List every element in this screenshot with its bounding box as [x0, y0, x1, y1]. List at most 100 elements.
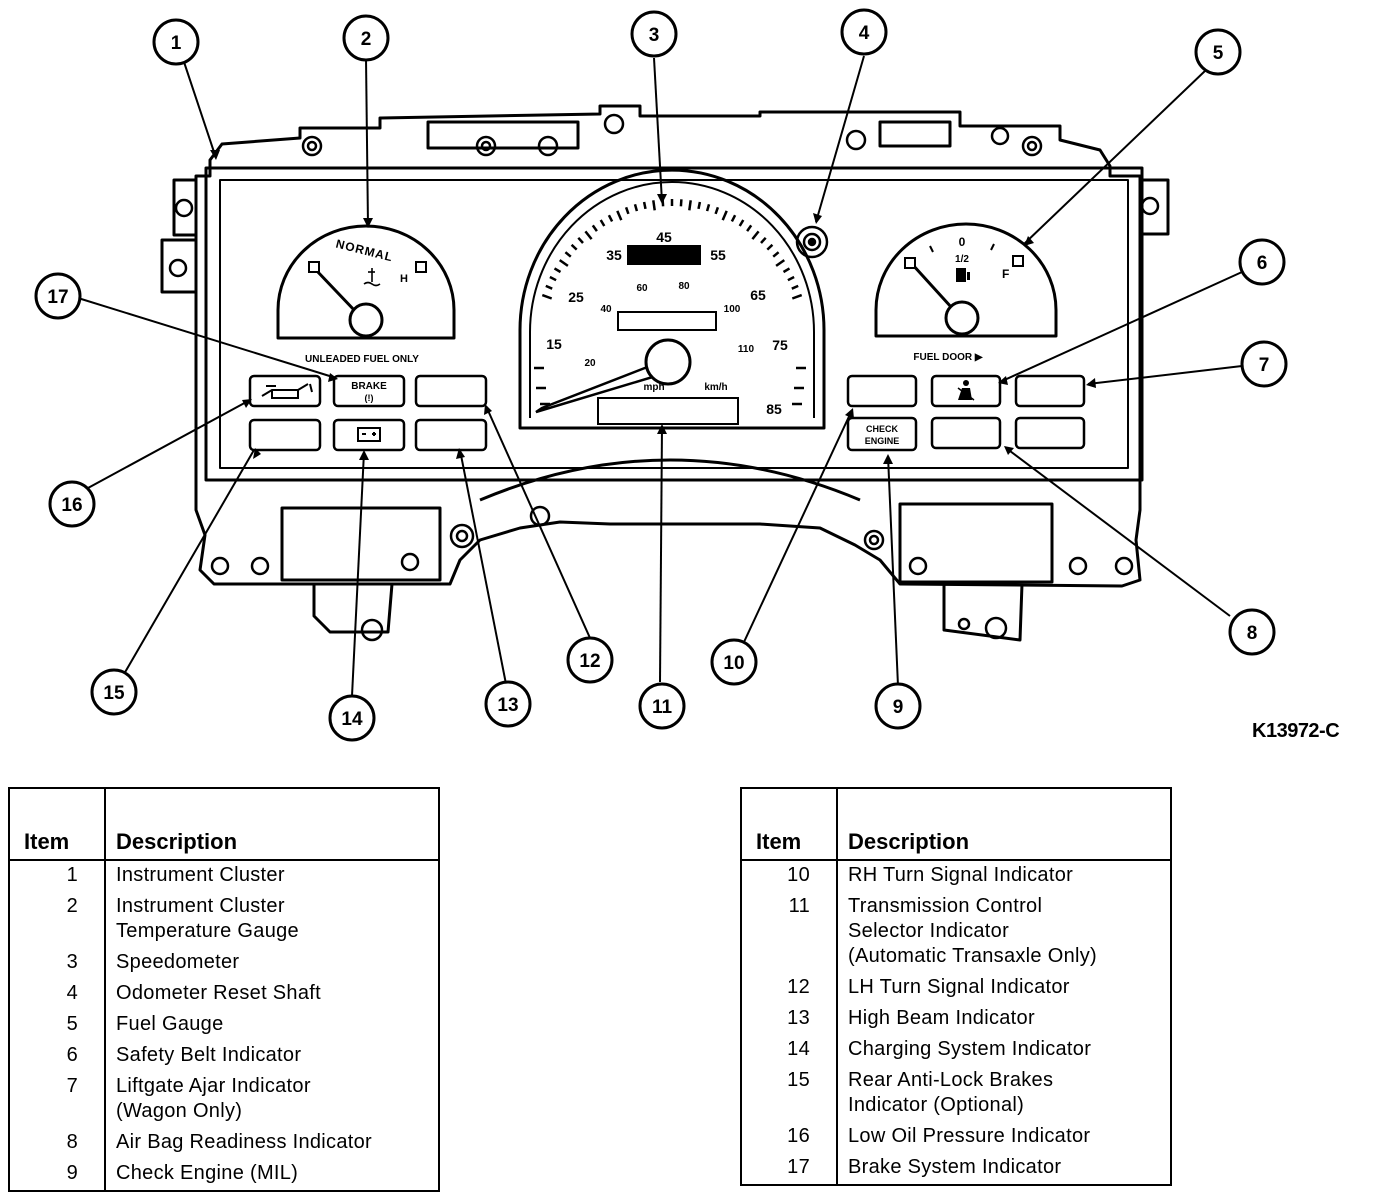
legend-item-number: 10 [741, 860, 838, 892]
leader-lines [77, 55, 1243, 697]
mph-tick-85: 85 [766, 401, 782, 417]
svg-text:15: 15 [103, 683, 125, 704]
mph-label: mph [643, 382, 664, 393]
callout-17: 17 [34, 272, 82, 320]
legend-item-number: 12 [741, 973, 838, 1004]
left-bracket [160, 178, 198, 294]
svg-text:2: 2 [361, 29, 372, 50]
svg-text:10: 10 [723, 653, 744, 674]
kmh-tick-100: 100 [724, 304, 741, 315]
instrument-cluster-diagram: 15 25 35 45 55 65 75 85 20 40 60 80 100 … [34, 8, 1288, 742]
mph-tick-15: 15 [546, 336, 562, 352]
mph-tick-25: 25 [568, 289, 584, 305]
svg-text:8: 8 [1247, 623, 1258, 644]
legend-description-line: Instrument Cluster [116, 895, 285, 917]
kmh-tick-60: 60 [636, 283, 648, 294]
callout-10: 10 [710, 638, 758, 686]
legend-item-number: 2 [9, 892, 106, 948]
legend-item-description: Brake System Indicator [837, 1153, 1171, 1185]
legend-item-description: Low Oil Pressure Indicator [837, 1122, 1171, 1153]
legend-description-line: Air Bag Readiness Indicator [116, 1131, 373, 1153]
coolant-icon [363, 268, 381, 287]
legend-item-number: 13 [741, 1004, 838, 1035]
air-bag-readiness-indicator [930, 416, 1002, 450]
legend-item-number: 11 [741, 892, 838, 973]
legend-item-number: 16 [741, 1122, 838, 1153]
right-bracket [1138, 178, 1170, 236]
svg-text:4: 4 [859, 23, 870, 44]
temperature-gauge-needle [308, 261, 427, 338]
legend-item-description: LH Turn Signal Indicator [837, 973, 1171, 1004]
lower-module-right [898, 502, 1054, 584]
temperature-gauge [276, 224, 456, 340]
svg-text:11: 11 [652, 697, 673, 718]
legend-description-line: (Wagon Only) [116, 1100, 243, 1122]
seat-belt-icon [957, 380, 975, 401]
legend-right-item-header: Item [741, 788, 838, 861]
charging-system-indicator [332, 418, 406, 452]
callout-13: 13 [484, 680, 532, 728]
battery-icon [357, 427, 381, 442]
mph-tick-65: 65 [750, 287, 766, 303]
cluster-lens-outer [204, 166, 1144, 482]
fuel-pump-icon [956, 268, 970, 282]
callout-1: 1 [152, 18, 200, 66]
callout-8: 8 [1228, 608, 1276, 656]
callout-7: 7 [1240, 340, 1288, 388]
kmh-tick-110: 110 [738, 344, 755, 355]
legend-description-line: Check Engine (MIL) [116, 1162, 299, 1184]
legend-description-line: Temperature Gauge [116, 920, 299, 942]
legend-item-number: 3 [9, 948, 106, 979]
speedometer-needle [535, 338, 692, 414]
fuel-half-label: 1/2 [955, 254, 969, 265]
callout-11: 11 [638, 682, 686, 730]
legend-description-line: Transmission Control [848, 895, 1043, 917]
svg-text:3: 3 [649, 25, 660, 46]
brake-label: BRAKE [351, 381, 387, 392]
callout-12: 12 [566, 636, 614, 684]
spare-indicator [1014, 416, 1086, 450]
legend-description-line: LH Turn Signal Indicator [848, 976, 1070, 998]
legend-item-description: Liftgate Ajar Indicator(Wagon Only) [105, 1072, 439, 1128]
fuel-empty-label: 0 [959, 235, 966, 249]
callout-6: 6 [1238, 238, 1286, 286]
kmh-label: km/h [704, 382, 727, 393]
mph-tick-35: 35 [606, 247, 622, 263]
rh-turn-signal-indicator [846, 374, 918, 408]
svg-text:13: 13 [497, 695, 518, 716]
legend-description-line: Charging System Indicator [848, 1038, 1092, 1060]
svg-text:7: 7 [1259, 355, 1270, 376]
legend-item-description: Instrument Cluster [105, 860, 439, 892]
legend-description-line: Fuel Gauge [116, 1013, 224, 1035]
oil-can-icon [261, 383, 313, 399]
legend-description-line: Indicator (Optional) [848, 1094, 1025, 1116]
legend-left-item-header: Item [9, 788, 106, 861]
svg-text:12: 12 [579, 651, 600, 672]
check-engine-label-line2: ENGINE [865, 436, 900, 446]
callout-14: 14 [328, 694, 376, 742]
legend-description-line: Speedometer [116, 951, 240, 973]
brake-symbol: (!) [365, 393, 374, 403]
legend-item-number: 7 [9, 1072, 106, 1128]
speedometer-face [518, 168, 826, 430]
callout-2: 2 [342, 14, 390, 62]
callout-9: 9 [874, 682, 922, 730]
callout-3: 3 [630, 10, 678, 58]
legend-description-line: Selector Indicator [848, 920, 1010, 942]
legend-item-description: High Beam Indicator [837, 1004, 1171, 1035]
legend-description-line: (Automatic Transaxle Only) [848, 945, 1097, 967]
mph-tick-75: 75 [772, 337, 788, 353]
fuel-gauge [874, 222, 1058, 338]
legend-item-number: 6 [9, 1041, 106, 1072]
